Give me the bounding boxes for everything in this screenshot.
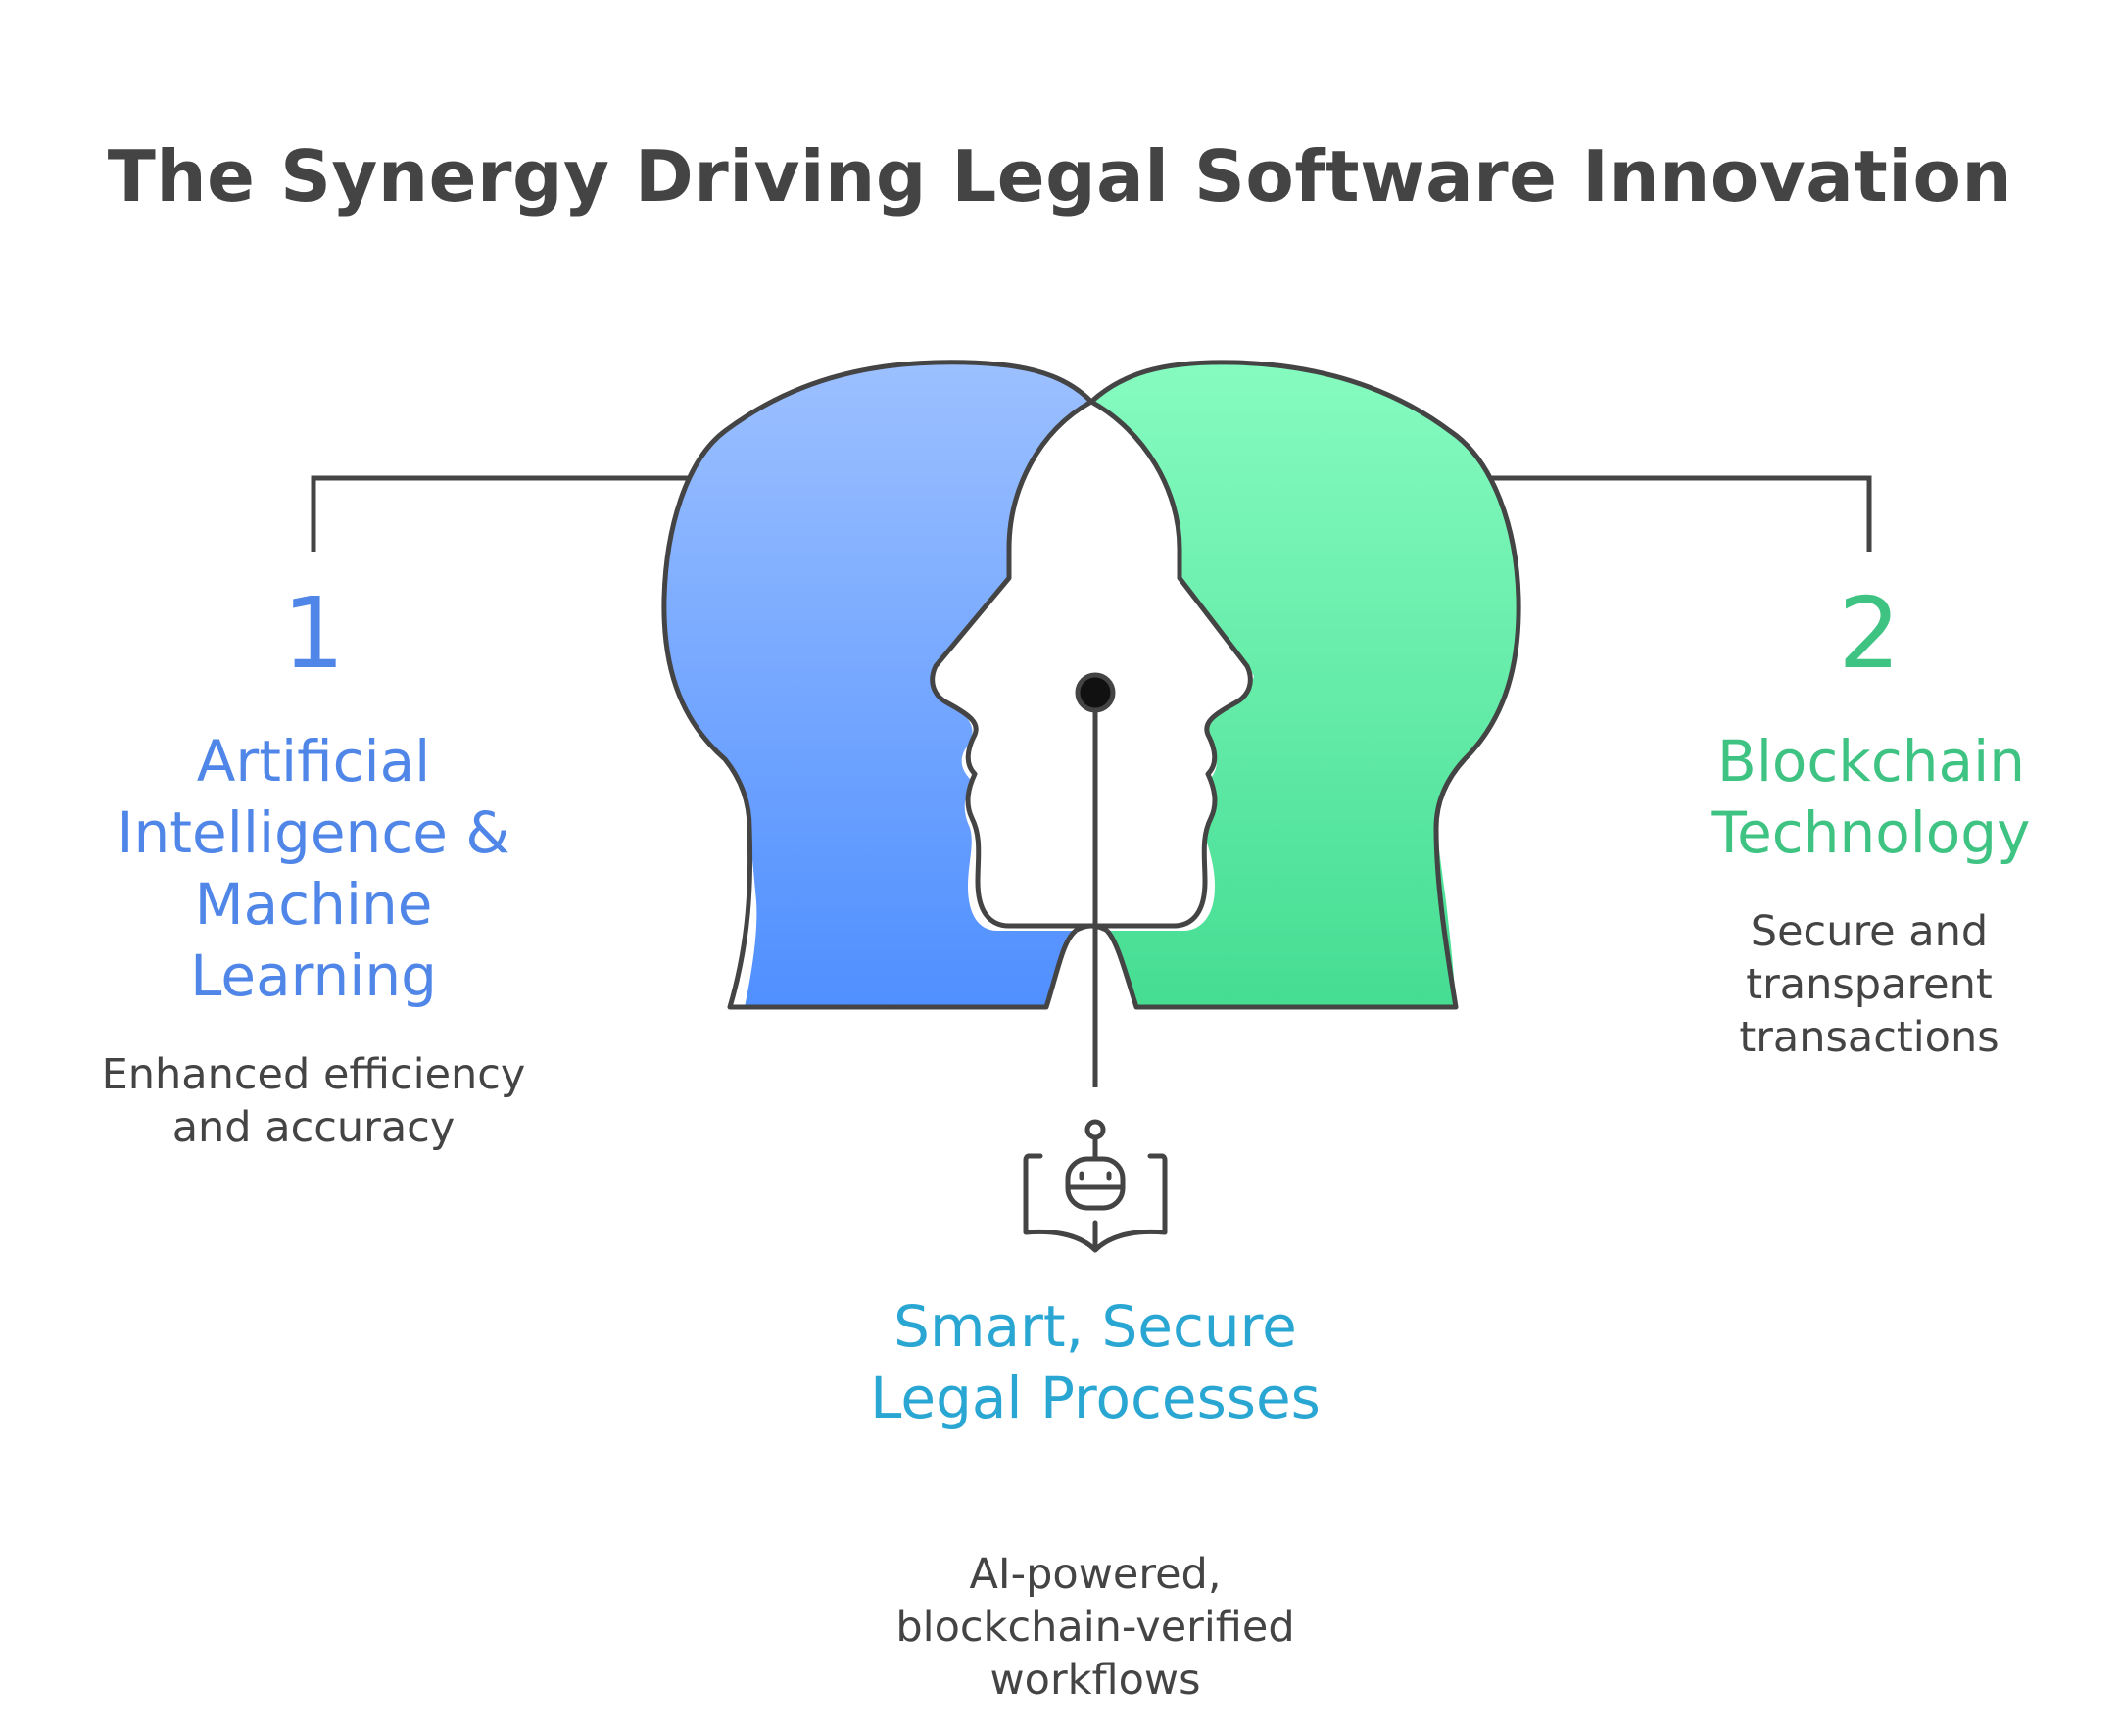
left-description: Enhanced efficiency and accuracy	[101, 1050, 526, 1152]
neck-arch-outline	[1074, 923, 1109, 933]
right-description: Secure and transparent transactions	[1739, 907, 2000, 1062]
left-head-shape	[663, 362, 1091, 1008]
right-title: Blockchain Technology	[1711, 728, 2031, 866]
left-connector-line	[311, 475, 698, 552]
center-description: AI-powered, blockchain-verified workflow…	[895, 1550, 1295, 1705]
center-title: Smart, Secure Legal Processes	[870, 1293, 1321, 1431]
robot-book-icon	[1023, 1119, 1168, 1253]
page-title: The Synergy Driving Legal Software Innov…	[107, 135, 2013, 217]
left-number: 1	[282, 576, 345, 691]
right-number: 2	[1838, 576, 1901, 691]
right-connector-line	[1489, 475, 1872, 552]
right-head-shape	[1091, 362, 1519, 1007]
right-head-outline	[1089, 360, 1521, 1010]
center-dot	[1075, 672, 1116, 713]
left-title: Artificial Intelligence & Machine Learni…	[117, 728, 510, 1009]
left-head-outline	[661, 360, 1093, 1010]
